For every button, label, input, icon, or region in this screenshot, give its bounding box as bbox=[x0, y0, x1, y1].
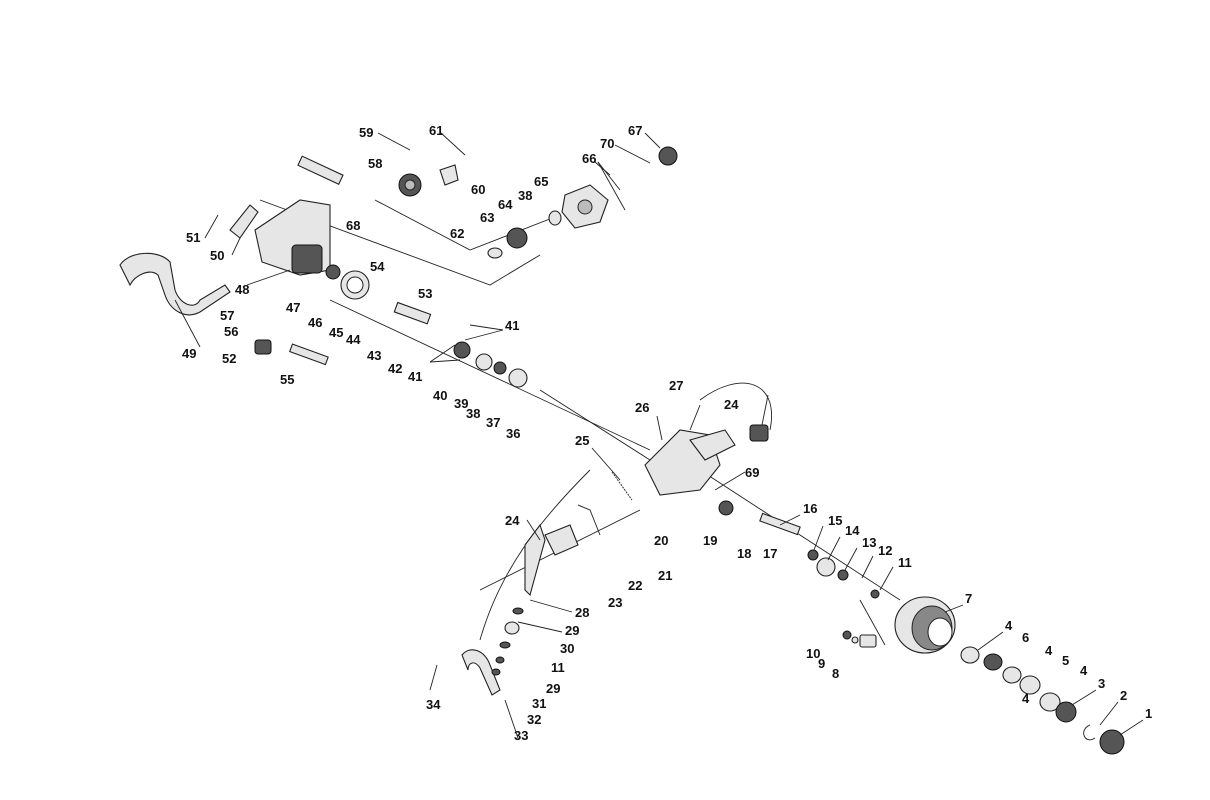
part-label: 43 bbox=[367, 348, 381, 363]
part-label: 50 bbox=[210, 248, 224, 263]
part-label: 29 bbox=[546, 681, 560, 696]
part-label: 31 bbox=[532, 696, 546, 711]
part-label: 28 bbox=[575, 605, 589, 620]
assembly-lines bbox=[259, 199, 901, 646]
part-label: 7 bbox=[965, 591, 972, 606]
part-label: 36 bbox=[506, 426, 520, 441]
part-label: 11 bbox=[551, 660, 565, 675]
part-label: 3 bbox=[1098, 676, 1105, 691]
part-label: 29 bbox=[565, 623, 579, 638]
part-label: 1 bbox=[1145, 706, 1152, 721]
part-label: 30 bbox=[560, 641, 574, 656]
part-label: 53 bbox=[418, 286, 432, 301]
part-label: 21 bbox=[658, 568, 672, 583]
part-label: 4 bbox=[1005, 618, 1013, 633]
part-label: 2 bbox=[1120, 688, 1127, 703]
part-label: 4 bbox=[1022, 691, 1030, 706]
part-labels: 1 2 3 4 4 4 4 5 6 7 8 9 10 11 11 12 13 1… bbox=[182, 123, 1152, 743]
part-label: 37 bbox=[486, 415, 500, 430]
part-label: 55 bbox=[280, 372, 294, 387]
part-label: 11 bbox=[898, 555, 912, 570]
part-label: 41 bbox=[505, 318, 519, 333]
part-label: 57 bbox=[220, 308, 234, 323]
leader-lines bbox=[174, 132, 1144, 739]
part-label: 70 bbox=[600, 136, 614, 151]
part-label: 10 bbox=[806, 646, 820, 661]
part-label: 24 bbox=[724, 397, 739, 412]
part-label: 45 bbox=[329, 325, 343, 340]
part-label: 26 bbox=[635, 400, 649, 415]
part-label: 44 bbox=[346, 332, 361, 347]
part-label: 38 bbox=[518, 188, 532, 203]
part-label: 34 bbox=[426, 697, 441, 712]
part-label: 42 bbox=[388, 361, 402, 376]
part-label: 18 bbox=[737, 546, 751, 561]
part-label: 52 bbox=[222, 351, 236, 366]
part-label: 61 bbox=[429, 123, 443, 138]
part-label: 58 bbox=[368, 156, 382, 171]
part-label: 5 bbox=[1062, 653, 1069, 668]
part-label: 12 bbox=[878, 543, 892, 558]
part-label: 4 bbox=[1045, 643, 1053, 658]
part-label: 49 bbox=[182, 346, 196, 361]
part-label: 65 bbox=[534, 174, 548, 189]
part-label: 27 bbox=[669, 378, 683, 393]
part-label: 46 bbox=[308, 315, 322, 330]
part-label: 59 bbox=[359, 125, 373, 140]
part-label: 22 bbox=[628, 578, 642, 593]
part-label: 66 bbox=[582, 151, 596, 166]
part-label: 9 bbox=[818, 656, 825, 671]
part-label: 68 bbox=[346, 218, 360, 233]
part-label: 19 bbox=[703, 533, 717, 548]
part-label: 4 bbox=[1080, 663, 1088, 678]
part-label: 40 bbox=[433, 388, 447, 403]
part-label: 17 bbox=[763, 546, 777, 561]
part-label: 56 bbox=[224, 324, 238, 339]
part-label: 41 bbox=[408, 369, 422, 384]
part-label: 16 bbox=[803, 501, 817, 516]
part-label: 38 bbox=[466, 406, 480, 421]
parts bbox=[119, 146, 1125, 755]
part-label: 39 bbox=[454, 396, 468, 411]
part-label: 60 bbox=[471, 182, 485, 197]
part-label: 47 bbox=[286, 300, 300, 315]
part-label: 48 bbox=[235, 282, 249, 297]
part-label: 6 bbox=[1022, 630, 1029, 645]
part-label: 63 bbox=[480, 210, 494, 225]
part-label: 51 bbox=[186, 230, 200, 245]
part-label: 13 bbox=[862, 535, 876, 550]
part-label: 69 bbox=[745, 465, 759, 480]
part-label: 54 bbox=[370, 259, 385, 274]
part-label: 20 bbox=[654, 533, 668, 548]
part-label: 25 bbox=[575, 433, 589, 448]
part-label: 24 bbox=[505, 513, 520, 528]
part-label: 14 bbox=[845, 523, 860, 538]
part-label: 33 bbox=[514, 728, 528, 743]
part-label: 64 bbox=[498, 197, 513, 212]
part-label: 32 bbox=[527, 712, 541, 727]
part-label: 23 bbox=[608, 595, 622, 610]
part-label: 8 bbox=[832, 666, 839, 681]
part-label: 15 bbox=[828, 513, 842, 528]
part-label: 62 bbox=[450, 226, 464, 241]
part-label: 67 bbox=[628, 123, 642, 138]
